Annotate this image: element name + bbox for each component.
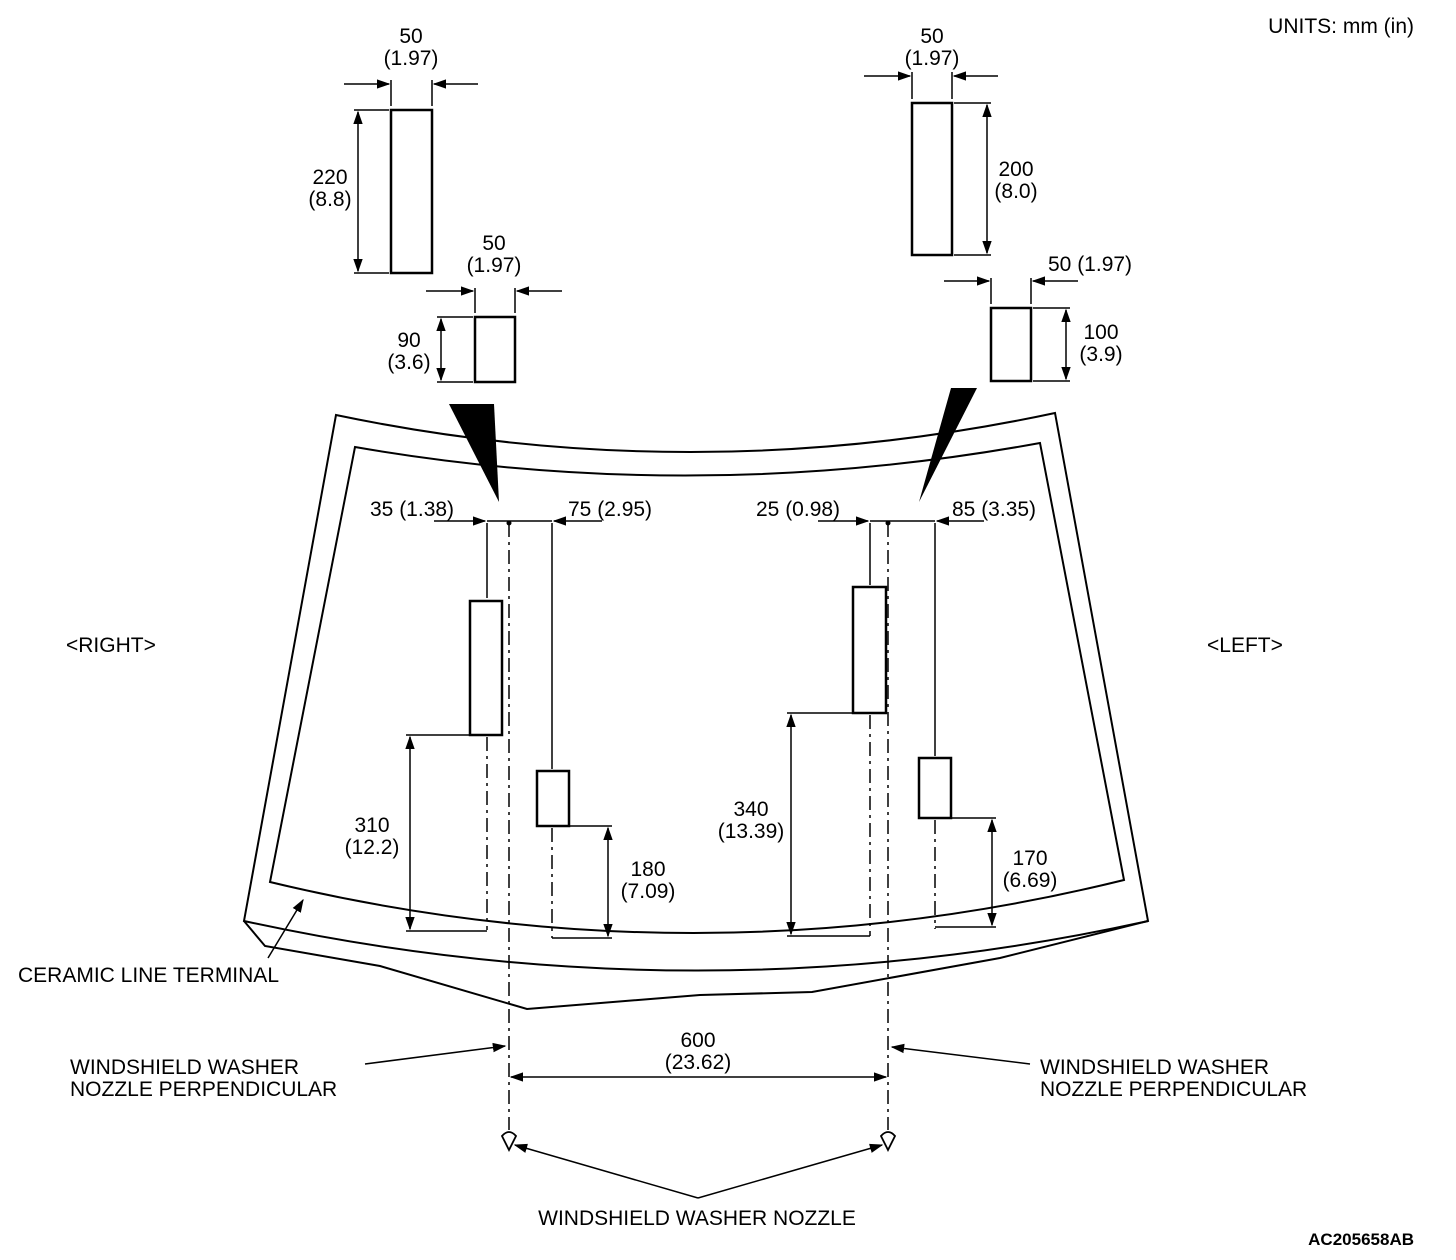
- left-large-height-dim: [954, 102, 992, 256]
- left-small-target: [917, 756, 953, 820]
- nozzle-leaders: [513, 1143, 884, 1199]
- right-large-height-in: (8.8): [308, 188, 351, 211]
- left-small-from-bottom-mm: 170: [1012, 847, 1047, 870]
- right-nozzle-icon: [500, 1131, 518, 1153]
- left-large-from-bottom-dim: [786, 712, 870, 937]
- left-small-from-bottom-dim: [935, 817, 997, 928]
- right-inner-offset-label: 35 (1.38): [370, 498, 454, 521]
- left-small-height-in: (3.9): [1079, 343, 1122, 366]
- right-small-from-bottom-dim: [552, 825, 613, 939]
- nozzle-spacing-in: (23.62): [665, 1051, 732, 1074]
- right-small-pattern: [473, 315, 517, 384]
- left-small-height-dim: [1033, 307, 1071, 382]
- right-large-from-bottom-mm: 310: [354, 814, 389, 837]
- left-large-pattern: [910, 101, 954, 257]
- left-small-width-dim: [944, 276, 1078, 304]
- left-large-width-mm: 50: [920, 25, 943, 48]
- right-perpendicular-label-line2: NOZZLE PERPENDICULAR: [70, 1078, 337, 1101]
- left-perpendicular-leader: [890, 1043, 1031, 1065]
- right-large-from-bottom-in: (12.2): [345, 836, 400, 859]
- right-aim-lines: [486, 520, 553, 1130]
- left-perpendicular-label-line2: NOZZLE PERPENDICULAR: [1040, 1078, 1307, 1101]
- right-large-pattern: [389, 108, 434, 275]
- right-perpendicular-leader: [364, 1042, 507, 1065]
- left-large-width-dim: [864, 71, 998, 99]
- left-aim-lines: [869, 520, 936, 1130]
- right-small-target: [535, 769, 571, 828]
- left-outer-offset-label: 85 (3.35): [952, 498, 1036, 521]
- right-small-from-bottom-mm: 180: [630, 858, 665, 881]
- left-small-width-label: 50 (1.97): [1048, 253, 1132, 276]
- ceramic-line-leader: [267, 898, 304, 959]
- right-large-width-in: (1.97): [384, 47, 439, 70]
- right-large-from-bottom-dim: [405, 734, 487, 932]
- nozzle-spacing-mm: 600: [680, 1029, 715, 1052]
- left-large-height-mm: 200: [998, 158, 1033, 181]
- left-small-pattern: [989, 306, 1033, 383]
- right-large-width-mm: 50: [399, 25, 422, 48]
- right-side-label: <RIGHT>: [66, 634, 156, 657]
- left-side-label: <LEFT>: [1207, 634, 1283, 657]
- left-large-width-in: (1.97): [905, 47, 960, 70]
- right-outer-offset-label: 75 (2.95): [568, 498, 652, 521]
- right-small-height-in: (3.6): [387, 351, 430, 374]
- figure-id: AC205658AB: [1308, 1230, 1414, 1249]
- right-detail-pointer: [449, 404, 499, 502]
- windshield-lower-edge: [243, 920, 1149, 1011]
- right-large-height-dim: [353, 109, 389, 274]
- right-perpendicular-label-line1: WINDSHIELD WASHER: [70, 1056, 299, 1079]
- left-perpendicular-label-line1: WINDSHIELD WASHER: [1040, 1056, 1269, 1079]
- right-small-height-mm: 90: [397, 329, 420, 352]
- left-nozzle-icon: [879, 1131, 897, 1153]
- left-small-height-mm: 100: [1083, 321, 1118, 344]
- right-large-width-dim: [344, 79, 478, 106]
- left-large-from-bottom-mm: 340: [733, 798, 768, 821]
- right-small-from-bottom-in: (7.09): [621, 880, 676, 903]
- right-large-target: [468, 599, 504, 737]
- right-small-width-dim: [426, 286, 562, 313]
- windshield-washer-nozzle-label: WINDSHIELD WASHER NOZZLE: [538, 1207, 856, 1230]
- left-large-from-bottom-in: (13.39): [718, 820, 785, 843]
- right-small-width-mm: 50: [482, 232, 505, 255]
- units-label: UNITS: mm (in): [1268, 15, 1414, 38]
- left-inner-offset-label: 25 (0.98): [756, 498, 840, 521]
- right-small-width-in: (1.97): [467, 254, 522, 277]
- left-large-height-in: (8.0): [994, 180, 1037, 203]
- ceramic-line-terminal-label: CERAMIC LINE TERMINAL: [18, 964, 279, 987]
- left-detail-pointer: [919, 388, 977, 502]
- left-large-target: [851, 585, 888, 715]
- left-small-from-bottom-in: (6.69): [1003, 869, 1058, 892]
- right-small-height-dim: [436, 316, 473, 383]
- right-large-height-mm: 220: [312, 166, 347, 189]
